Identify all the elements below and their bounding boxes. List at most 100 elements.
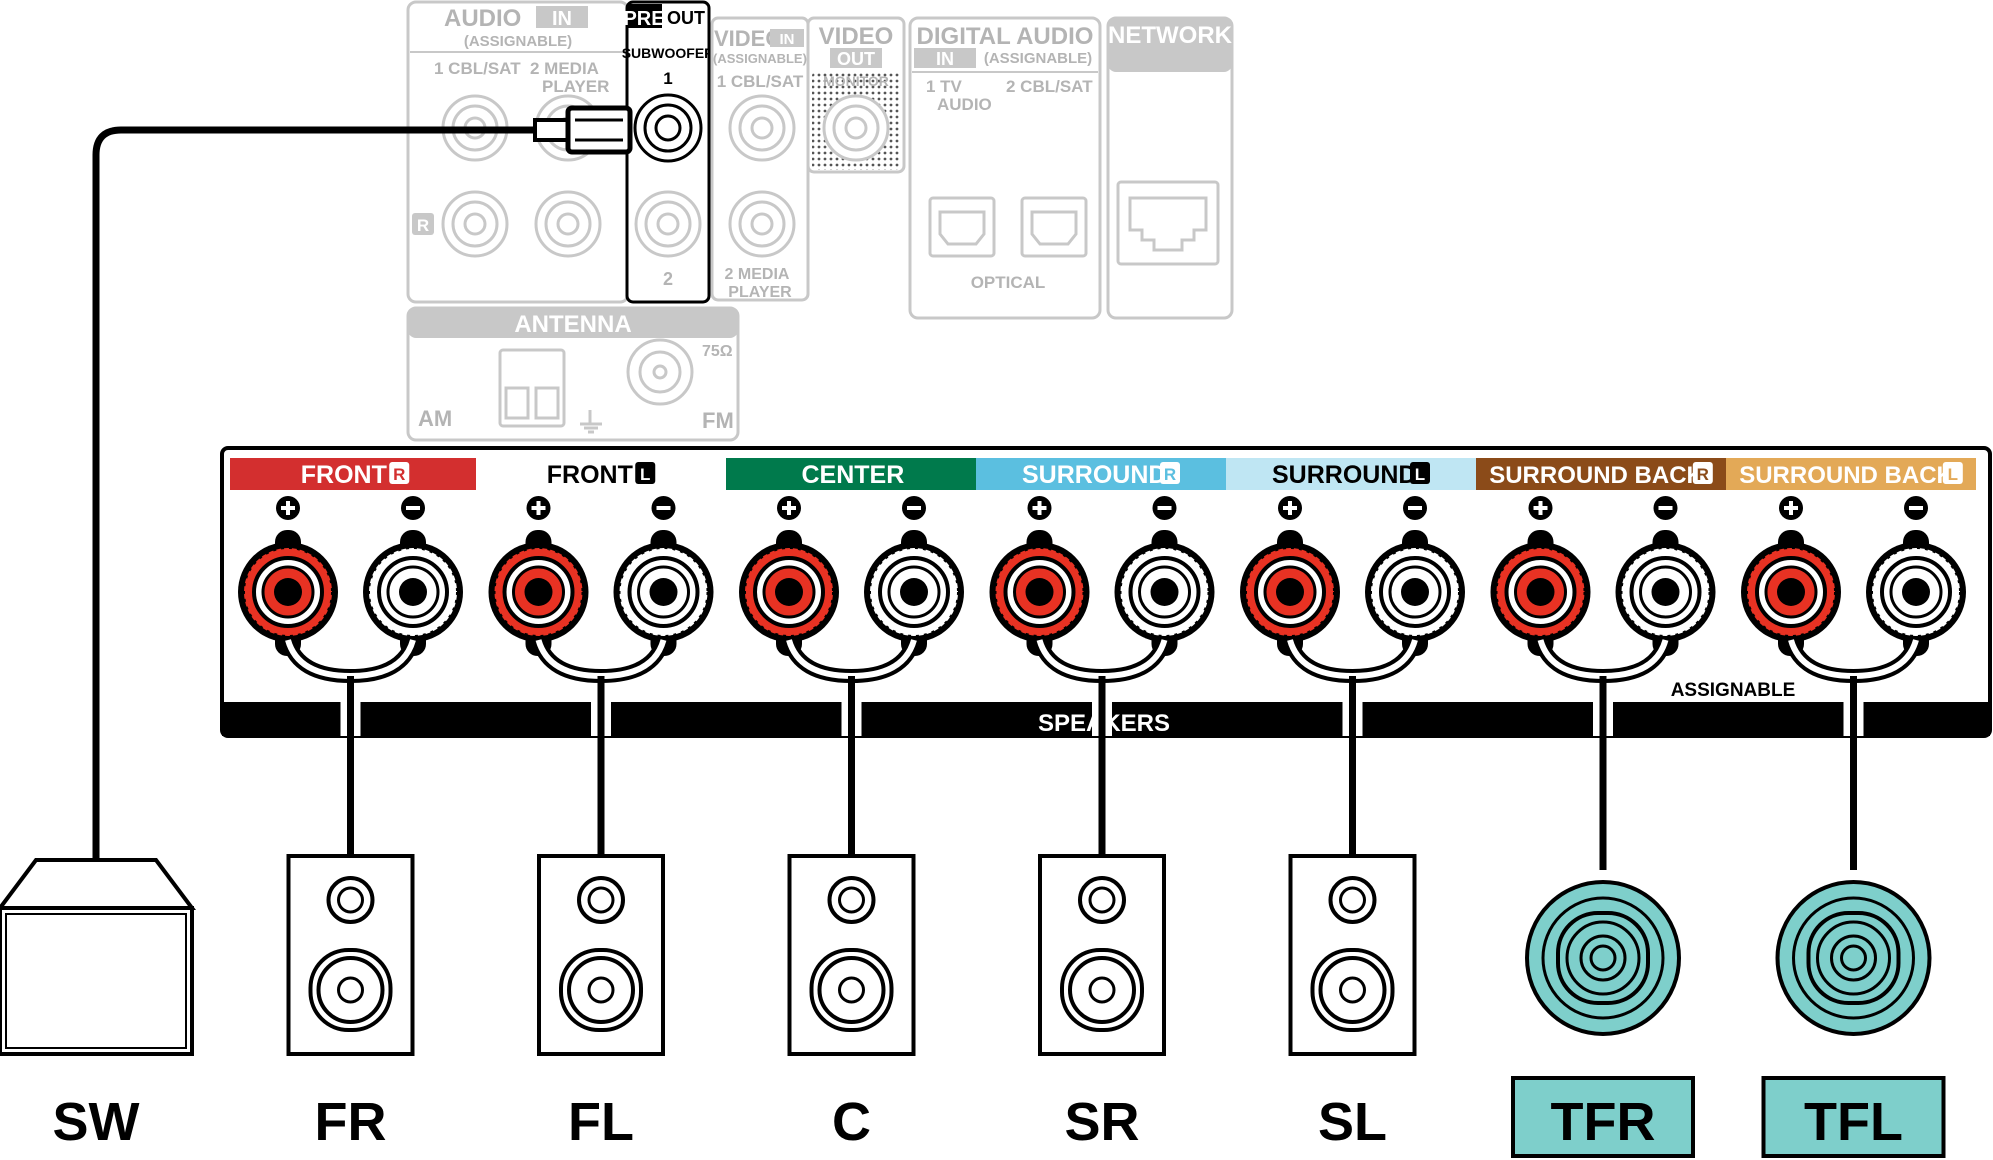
negative-terminal[interactable] bbox=[363, 530, 463, 656]
pre-out-number-2: 2 bbox=[663, 269, 673, 289]
audio-in-input-2: 2 MEDIA bbox=[530, 59, 599, 78]
speaker-label-sw: SW bbox=[53, 1092, 140, 1152]
channel-header-badge: L bbox=[640, 465, 650, 484]
speaker-tfr bbox=[1525, 880, 1681, 1036]
speaker-panel: SPEAKERS ASSIGNABLE FRONTRFRONTLCENTERSU… bbox=[220, 446, 1992, 738]
plus-symbol-icon bbox=[526, 496, 551, 520]
antenna-am: AM bbox=[418, 406, 452, 431]
positive-terminal[interactable] bbox=[739, 530, 839, 656]
negative-terminal[interactable] bbox=[1866, 530, 1966, 656]
pre-out-section: PRE OUT SUBWOOFER 1 2 bbox=[622, 0, 715, 304]
minus-symbol-icon bbox=[651, 496, 676, 520]
label-box bbox=[1761, 1076, 1946, 1158]
speaker-c bbox=[787, 854, 916, 1056]
channel-header-badge: R bbox=[1164, 465, 1176, 484]
antenna-label: ANTENNA bbox=[514, 311, 631, 338]
audio-in-assignable: (ASSIGNABLE) bbox=[464, 33, 572, 50]
video-in-input-1: 1 CBL/SAT bbox=[717, 72, 804, 91]
plus-symbol-icon bbox=[1027, 496, 1052, 520]
plus-symbol-icon bbox=[1528, 496, 1553, 520]
speaker-sr bbox=[1038, 854, 1166, 1056]
audio-in-label: AUDIO bbox=[444, 5, 521, 32]
video-out-label: VIDEO bbox=[819, 23, 894, 50]
positive-terminal[interactable] bbox=[1240, 530, 1340, 656]
digital-audio-section: DIGITAL AUDIO IN (ASSIGNABLE) 1 TV AUDIO… bbox=[908, 16, 1102, 320]
channel-header-name: SURROUND BACK bbox=[1739, 462, 1954, 489]
subwoofer-cable bbox=[92, 105, 633, 858]
pre-out-pre: PRE bbox=[623, 8, 664, 30]
subwoofer-1-jack[interactable] bbox=[633, 93, 703, 163]
network-section: NETWORK bbox=[1106, 16, 1234, 320]
channel-header-2: CENTER bbox=[726, 458, 976, 490]
terminal-pairs bbox=[238, 496, 1966, 684]
negative-terminal[interactable] bbox=[864, 530, 964, 656]
channel-header-name: SURROUND bbox=[1272, 461, 1416, 489]
video-out-section: VIDEO OUT MONITOR bbox=[806, 16, 906, 174]
channel-header-name: FRONT bbox=[547, 461, 633, 489]
label-box bbox=[1511, 1076, 1695, 1158]
plus-symbol-icon bbox=[777, 496, 801, 520]
antenna-ohm: 75Ω bbox=[702, 343, 733, 360]
negative-terminal[interactable] bbox=[1114, 530, 1215, 656]
channel-header-badge: L bbox=[1948, 465, 1958, 484]
digital-audio-input-2: 2 CBL/SAT bbox=[1006, 77, 1093, 96]
digital-audio-input-1b: AUDIO bbox=[937, 95, 992, 114]
speaker-label-tfr: TFR bbox=[1551, 1092, 1656, 1152]
channel-header-name: CENTER bbox=[802, 461, 905, 489]
speaker-sw bbox=[0, 858, 196, 1056]
channel-header-1: FRONT L bbox=[476, 458, 726, 490]
video-in-assignable: (ASSIGNABLE) bbox=[713, 51, 807, 66]
negative-terminal[interactable] bbox=[613, 530, 714, 656]
channel-header-badge: L bbox=[1415, 465, 1425, 484]
terminal-pair-2 bbox=[739, 496, 964, 684]
minus-symbol-icon bbox=[401, 496, 425, 520]
positive-terminal[interactable] bbox=[989, 530, 1090, 656]
terminal-pair-0 bbox=[238, 496, 463, 684]
speaker-label-fl: FL bbox=[568, 1092, 634, 1152]
audio-in-input-2b: PLAYER bbox=[542, 77, 609, 96]
video-in-badge: IN bbox=[780, 31, 795, 48]
speakers: SW FR FL C SR SL TFR TFL bbox=[0, 676, 1946, 1158]
speaker-label-sr: SR bbox=[1064, 1092, 1139, 1152]
speaker-label-sl: SL bbox=[1318, 1092, 1387, 1152]
audio-in-badge: IN bbox=[552, 8, 572, 30]
network-port bbox=[1116, 180, 1220, 266]
channel-header-badge: R bbox=[393, 465, 405, 484]
terminal-pair-5 bbox=[1490, 496, 1716, 684]
pre-out-number-1: 1 bbox=[663, 69, 672, 88]
positive-terminal[interactable] bbox=[488, 530, 589, 656]
pre-out-out: OUT bbox=[667, 8, 705, 28]
plus-symbol-icon bbox=[1278, 496, 1302, 520]
speaker-sl bbox=[1288, 854, 1417, 1056]
minus-symbol-icon bbox=[1653, 496, 1678, 520]
pre-out-subwoofer: SUBWOOFER bbox=[622, 45, 715, 61]
audio-in-channel-r: R bbox=[417, 216, 429, 235]
speaker-label-tfl: TFL bbox=[1804, 1092, 1903, 1152]
digital-audio-label: DIGITAL AUDIO bbox=[917, 23, 1094, 50]
video-out-monitor: MONITOR bbox=[823, 73, 889, 89]
fm-terminal bbox=[626, 338, 694, 406]
channel-header-name: SURROUND bbox=[1022, 461, 1166, 489]
negative-terminal[interactable] bbox=[1615, 530, 1716, 656]
terminal-pair-1 bbox=[488, 496, 714, 684]
assignable-label: ASSIGNABLE bbox=[1671, 680, 1796, 701]
digital-audio-optical: OPTICAL bbox=[971, 273, 1046, 292]
network-label: NETWORK bbox=[1108, 22, 1233, 49]
video-in-section: VIDEO IN (ASSIGNABLE) 1 CBL/SAT 2 MEDIA … bbox=[710, 16, 810, 302]
rca-plug bbox=[565, 105, 633, 155]
speaker-label-c: C bbox=[832, 1092, 871, 1152]
positive-terminal[interactable] bbox=[1741, 530, 1841, 656]
positive-terminal[interactable] bbox=[1490, 530, 1591, 656]
minus-symbol-icon bbox=[1152, 496, 1177, 520]
speaker-fl bbox=[537, 854, 665, 1056]
channel-header-name: FRONT bbox=[301, 461, 387, 489]
digital-audio-assignable: (ASSIGNABLE) bbox=[984, 50, 1092, 67]
minus-symbol-icon bbox=[902, 496, 926, 520]
speaker-label-fr: FR bbox=[315, 1092, 387, 1152]
plus-symbol-icon bbox=[276, 496, 300, 520]
channel-header-name: SURROUND BACK bbox=[1489, 462, 1704, 489]
audio-in-input-1: 1 CBL/SAT bbox=[434, 59, 521, 78]
